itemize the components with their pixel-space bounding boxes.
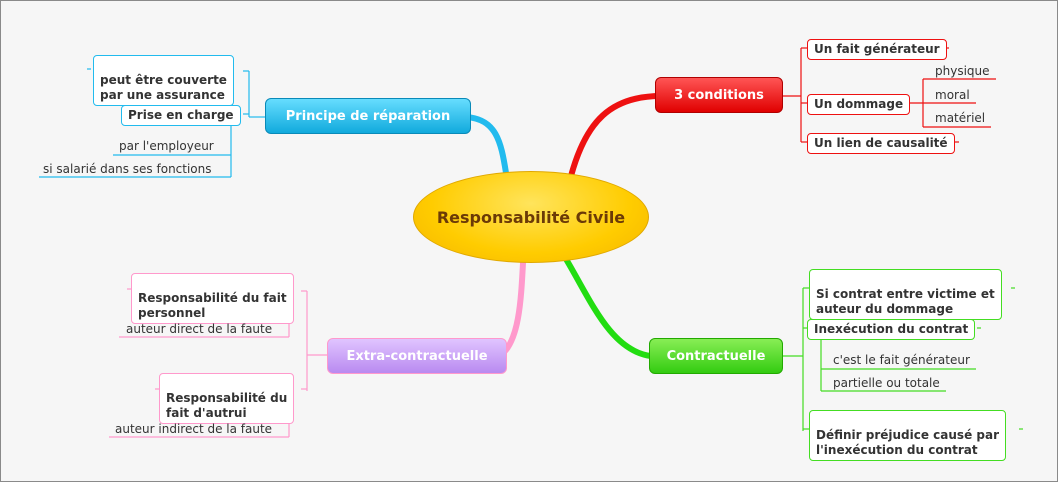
reparation-assurance-label: peut être couverte par une assurance	[100, 73, 227, 102]
branch-extra-contractuelle[interactable]: Extra-contractuelle	[327, 338, 507, 374]
inexecution-partielle-label: partielle ou totale	[833, 376, 940, 390]
contract-prejudice-label: Définir préjudice causé par l'inexécutio…	[816, 428, 999, 457]
condition-fait-generateur[interactable]: Un fait générateur	[807, 39, 947, 60]
contract-si-contrat[interactable]: Si contrat entre victime et auteur du do…	[809, 269, 1002, 320]
condition-lien-label: Un lien de causalité	[814, 136, 948, 150]
inexecution-partielle-totale[interactable]: partielle ou totale	[831, 376, 942, 391]
central-topic[interactable]: Responsabilité Civile	[413, 171, 649, 263]
condition-fait-label: Un fait générateur	[814, 42, 940, 56]
dommage-materiel-label: matériel	[935, 111, 986, 125]
extra-autrui-label: Responsabilité du fait d'autrui	[166, 391, 288, 420]
reparation-assurance[interactable]: peut être couverte par une assurance	[93, 55, 234, 106]
branch-contractuelle[interactable]: Contractuelle	[649, 338, 783, 374]
inexecution-fait-generateur[interactable]: c'est le fait générateur	[831, 353, 972, 368]
prise-si-salarie[interactable]: si salarié dans ses fonctions	[41, 162, 214, 177]
extra-auteur-indirect[interactable]: auteur indirect de la faute	[113, 422, 274, 437]
prise-par-employeur[interactable]: par l'employeur	[117, 139, 216, 154]
contract-prejudice[interactable]: Définir préjudice causé par l'inexécutio…	[809, 410, 1006, 461]
dommage-physique[interactable]: physique	[933, 64, 992, 79]
central-topic-label: Responsabilité Civile	[436, 207, 626, 227]
branch-extra-contractuelle-label: Extra-contractuelle	[346, 348, 488, 364]
reparation-prise-label: Prise en charge	[128, 108, 234, 122]
prise-salarie-label: si salarié dans ses fonctions	[43, 162, 212, 176]
condition-lien-causalite[interactable]: Un lien de causalité	[807, 133, 955, 154]
extra-auteur-indirect-label: auteur indirect de la faute	[115, 422, 273, 436]
inexecution-fait-label: c'est le fait générateur	[833, 353, 970, 367]
condition-dommage-label: Un dommage	[814, 97, 904, 111]
contract-inexecution-label: Inexécution du contrat	[814, 322, 969, 336]
dommage-materiel[interactable]: matériel	[933, 111, 987, 126]
condition-dommage[interactable]: Un dommage	[807, 94, 911, 115]
extra-auteur-direct[interactable]: auteur direct de la faute	[124, 322, 274, 337]
branch-contractuelle-label: Contractuelle	[666, 348, 766, 364]
contract-inexecution[interactable]: Inexécution du contrat	[807, 319, 976, 340]
dommage-moral[interactable]: moral	[933, 88, 972, 103]
prise-employeur-label: par l'employeur	[119, 139, 214, 153]
extra-auteur-direct-label: auteur direct de la faute	[126, 322, 273, 336]
branch-principe-reparation[interactable]: Principe de réparation	[265, 98, 471, 134]
extra-personnel-label: Responsabilité du fait personnel	[138, 291, 287, 320]
branch-principe-reparation-label: Principe de réparation	[285, 108, 451, 124]
dommage-physique-label: physique	[935, 64, 990, 78]
dommage-moral-label: moral	[935, 88, 970, 102]
extra-fait-autrui[interactable]: Responsabilité du fait d'autrui	[159, 373, 295, 424]
contract-si-contrat-label: Si contrat entre victime et auteur du do…	[816, 287, 995, 316]
branch-3-conditions[interactable]: 3 conditions	[655, 77, 783, 113]
extra-fait-personnel[interactable]: Responsabilité du fait personnel	[131, 273, 294, 324]
reparation-prise-en-charge[interactable]: Prise en charge	[121, 105, 241, 126]
branch-3-conditions-label: 3 conditions	[674, 87, 764, 103]
